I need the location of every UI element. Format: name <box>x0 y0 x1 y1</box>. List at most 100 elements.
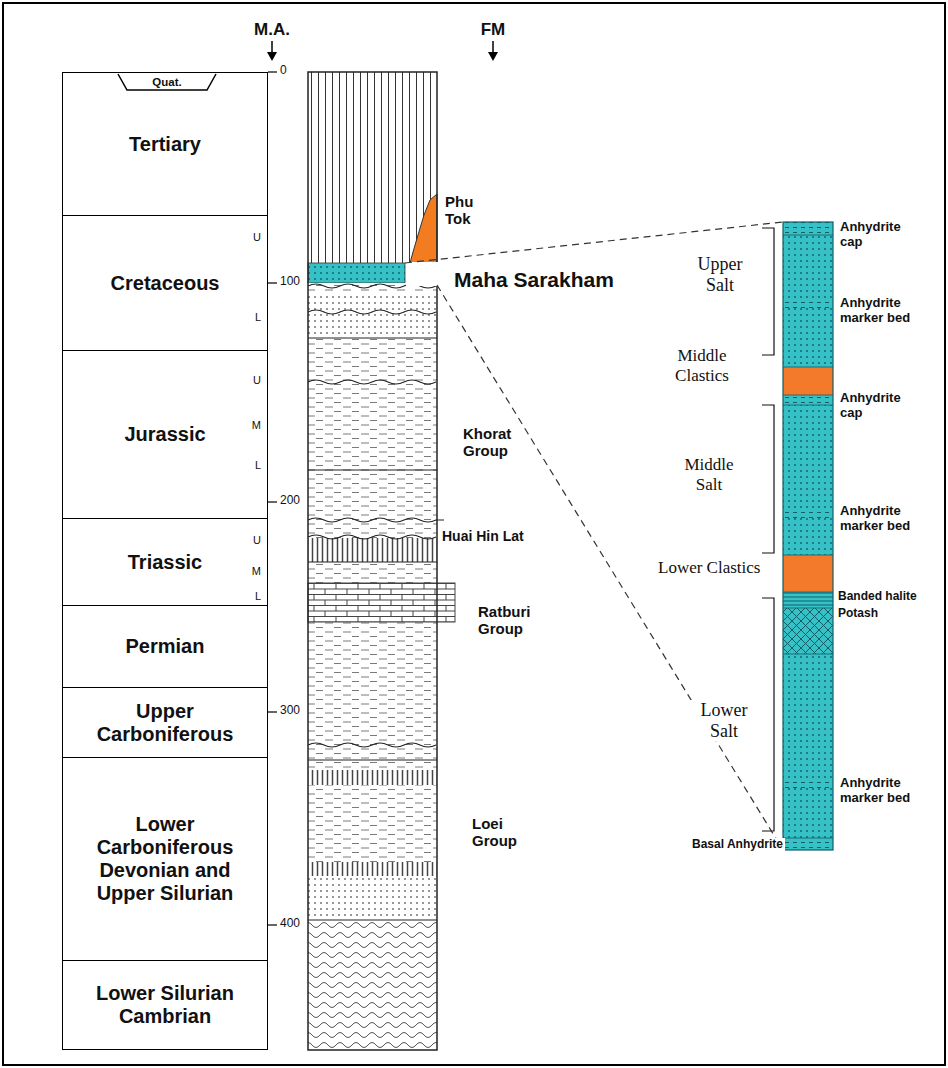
layer-boundary <box>783 235 833 838</box>
figure-frame <box>3 3 945 1065</box>
maha-sarakham-band <box>308 263 405 283</box>
column-outline <box>308 72 437 1050</box>
axis-title: M.A. <box>246 20 298 40</box>
lithology-column <box>308 876 437 920</box>
layer-boundary <box>783 555 833 556</box>
lithology-column <box>308 283 437 1050</box>
unconformity-line <box>308 380 436 384</box>
enlarged-salt-column <box>783 592 833 608</box>
layer-name: Basal Anhydrite <box>690 838 785 852</box>
lithology-column <box>308 292 437 338</box>
limestone-bed <box>308 583 455 622</box>
layer-name: Anhydrite marker bed <box>840 776 920 806</box>
period-cell: Tertiary <box>62 72 268 216</box>
lithology-column <box>308 72 437 263</box>
layer-name: Anhydrite marker bed <box>840 296 920 326</box>
subdivision-letter: U <box>253 374 261 387</box>
period-name: Cretaceous <box>111 272 220 295</box>
age-tick-marks <box>268 711 277 712</box>
age-tick: 200 <box>280 494 300 508</box>
age-tick: 0 <box>280 64 287 78</box>
age-tick: 100 <box>280 275 300 289</box>
phu-tok-unit <box>410 194 437 263</box>
unit-bracket <box>762 598 774 831</box>
unit-bracket <box>762 405 774 553</box>
layer-boundary <box>783 405 833 406</box>
axis-arrows <box>492 41 494 53</box>
clastic-bed <box>783 367 833 395</box>
period-name: Lower Carboniferous Devonian and Upper S… <box>68 813 262 905</box>
layer-boundary <box>783 395 833 396</box>
period-cell: Upper Carboniferous <box>62 687 268 758</box>
unit-name: Middle Clastics <box>660 346 744 385</box>
enlarged-salt-column <box>783 222 833 235</box>
period-name: Tertiary <box>129 133 201 156</box>
subdivision-letter: U <box>253 534 261 547</box>
subdivision-letter: L <box>255 590 261 603</box>
lithology-column <box>308 862 437 876</box>
layer-name: Anhydrite cap <box>840 391 920 421</box>
subdivision-letter: M <box>252 419 261 432</box>
enlarged-salt-column <box>783 395 833 405</box>
age-tick-marks <box>268 72 277 925</box>
unit-bracket <box>762 228 774 831</box>
period-name: Lower Silurian Cambrian <box>68 982 262 1028</box>
age-tick-marks <box>268 71 277 72</box>
formation-name: Loei Group <box>472 815 534 850</box>
unit-name: Upper Salt <box>684 254 756 295</box>
unconformity-line <box>308 535 436 539</box>
subdivision-letter: U <box>253 231 261 244</box>
period-name: Jurassic <box>124 423 205 446</box>
lithology-column <box>308 72 455 1050</box>
layer-boundary <box>783 592 833 593</box>
subdivision-letter: M <box>252 565 261 578</box>
enlarged-salt-column <box>783 780 833 788</box>
axis-arrows <box>488 52 498 61</box>
enlarged-salt-column <box>783 235 833 367</box>
period-cell: CretaceousUL <box>62 215 268 351</box>
unconformity-line <box>308 284 444 747</box>
period-name: Triassic <box>128 551 203 574</box>
bed-boundary <box>308 338 437 339</box>
unit-name: Middle Salt <box>670 455 748 494</box>
layer-name: Banded halite <box>838 590 917 604</box>
axis-arrows <box>267 52 277 61</box>
age-tick-marks <box>268 924 277 925</box>
metamorphic-basement <box>308 920 437 1050</box>
period-cell: Lower Carboniferous Devonian and Upper S… <box>62 757 268 961</box>
enlarged-salt-column <box>783 222 833 850</box>
age-tick: 400 <box>280 917 300 931</box>
layer-boundary <box>783 654 833 655</box>
unit-name: Lower Clastics <box>658 558 760 578</box>
unit-name: Lower Salt <box>686 700 762 741</box>
axis-arrows <box>267 41 498 61</box>
axis-title: FM <box>471 20 515 40</box>
unconformity-line <box>308 743 436 747</box>
label-ground <box>406 262 439 286</box>
unit-bracket <box>762 228 774 355</box>
period-name: Permian <box>126 635 205 658</box>
bed-boundary <box>308 470 437 471</box>
lithology-column <box>308 770 437 785</box>
lithology-column <box>308 538 437 562</box>
enlarged-salt-column <box>783 838 833 850</box>
age-tick-marks <box>268 282 277 283</box>
epoch-notch-outline <box>118 74 216 90</box>
zoom-guide-line <box>405 222 783 850</box>
formation-name: Ratburi Group <box>478 603 558 638</box>
period-cell: Triassic U ML <box>62 518 268 606</box>
lithology-column <box>308 72 437 263</box>
column-outline <box>783 222 833 850</box>
age-tick-marks <box>268 501 277 502</box>
period-cell: Lower Silurian Cambrian <box>62 960 268 1050</box>
formation-name: Phu Tok <box>445 193 489 228</box>
zoom-guide-line <box>437 285 783 850</box>
subdivision-letter: L <box>255 459 261 472</box>
unconformity-line <box>308 518 444 522</box>
age-tick: 300 <box>280 704 300 718</box>
bed-boundary <box>308 562 437 563</box>
potash-bed <box>783 608 833 654</box>
formation-name: Khorat Group <box>463 425 543 460</box>
layer-name: Potash <box>838 607 878 621</box>
axis-arrows <box>271 41 273 53</box>
